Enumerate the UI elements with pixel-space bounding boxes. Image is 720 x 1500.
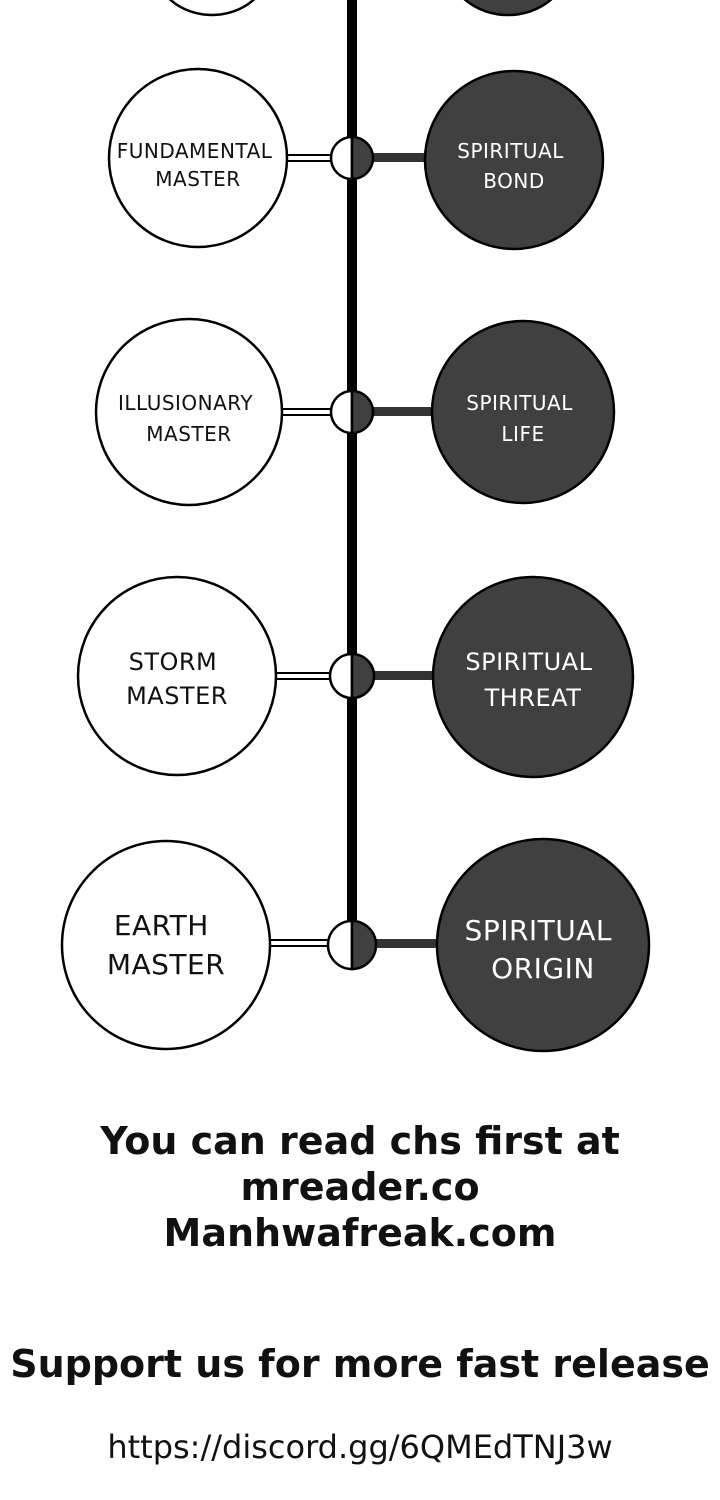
timeline-diagram: FUNDAMENTAL MASTER SPIRITUAL BOND ILLUSI… — [60, 0, 651, 1053]
credits-site-link: Manhwafreak.com — [163, 1211, 557, 1255]
junction-node — [329, 135, 354, 181]
credits-site-link: mreader.co — [240, 1165, 480, 1209]
discord-link: https://discord.gg/6QMEdTNJ3w — [107, 1428, 613, 1466]
left-node-label: ILLUSIONARY MASTER — [118, 391, 260, 446]
right-node-label: SPIRITUAL BOND — [457, 139, 571, 193]
right-node-label: SPIRITUAL THREAT — [465, 648, 600, 712]
diagram-row: EARTH MASTER SPIRITUAL ORIGIN — [60, 837, 651, 1053]
left-node — [107, 67, 289, 249]
diagram-row-partial — [168, 0, 553, 17]
right-node — [430, 319, 616, 505]
right-node-partial — [463, 0, 553, 17]
left-node-label: FUNDAMENTAL MASTER — [117, 139, 280, 191]
junction-node — [326, 919, 354, 971]
support-message: Support us for more fast release — [10, 1342, 710, 1386]
credits-block: You can read chs first at mreader.co Man… — [0, 1118, 720, 1256]
timeline-spine — [347, 0, 357, 935]
diagram-row: ILLUSIONARY MASTER SPIRITUAL LIFE — [94, 317, 616, 507]
left-node — [76, 575, 278, 777]
right-node — [435, 837, 651, 1053]
left-node-label: EARTH MASTER — [107, 909, 225, 981]
left-node-partial — [168, 0, 256, 17]
right-node — [423, 69, 605, 251]
diagram-row: STORM MASTER SPIRITUAL THREAT — [76, 575, 635, 779]
left-node — [60, 839, 272, 1051]
cut-off-text-line — [140, 1488, 580, 1500]
left-node — [94, 317, 284, 507]
diagram-row: FUNDAMENTAL MASTER SPIRITUAL BOND — [107, 67, 605, 251]
left-node-label: STORM MASTER — [126, 648, 228, 710]
right-node — [431, 575, 635, 779]
right-node-label: SPIRITUAL LIFE — [466, 391, 580, 446]
credits-line: You can read chs first at — [100, 1119, 620, 1163]
junction-node — [329, 389, 354, 435]
right-node-label: SPIRITUAL ORIGIN — [465, 914, 622, 985]
junction-node — [328, 652, 354, 700]
